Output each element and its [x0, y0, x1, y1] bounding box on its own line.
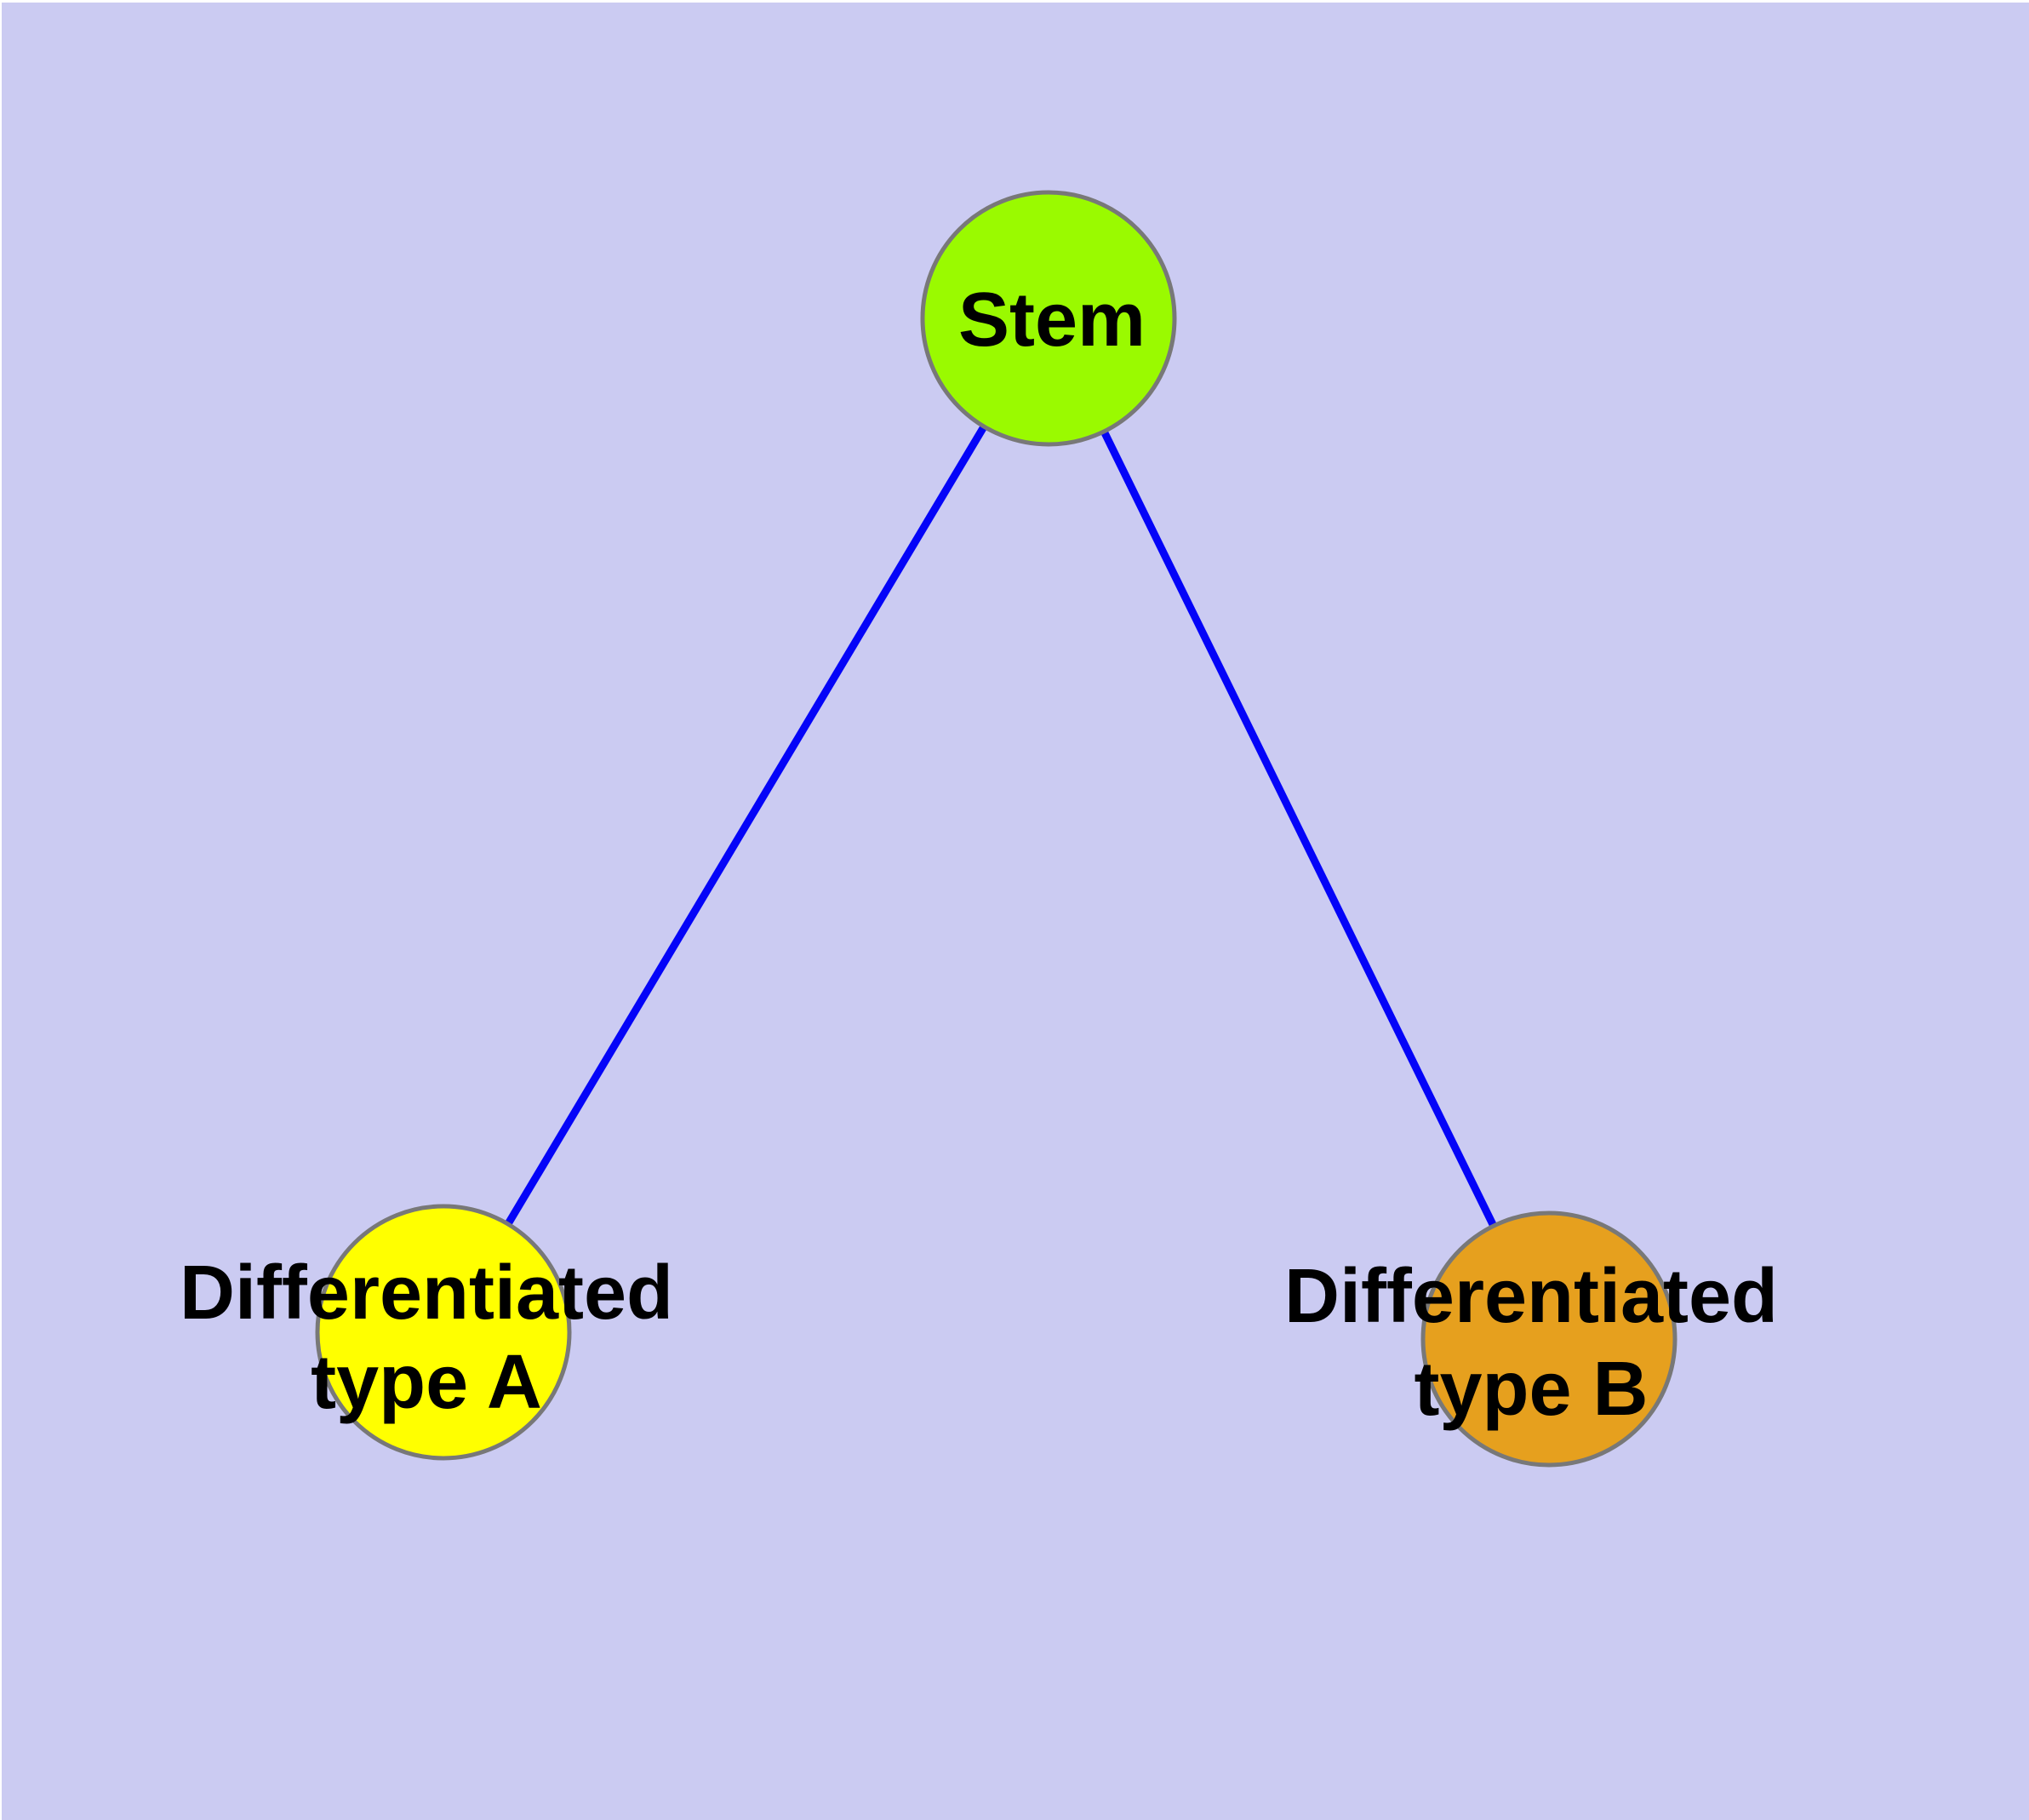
- stem-node-label-line-1: Stem: [958, 278, 1146, 363]
- differentiated-type-a-node: [315, 1204, 572, 1461]
- nodes-layer: [315, 190, 1677, 1468]
- stem-node: [920, 190, 1177, 447]
- differentiated-type-b-node-label-line-1: Differentiated: [1284, 1254, 1778, 1339]
- edge-stem-to-type-a: [440, 316, 1052, 1335]
- differentiated-type-a-node-label-line-1: Differentiated: [180, 1251, 673, 1336]
- edges-layer: [440, 316, 1553, 1341]
- edge-stem-to-type-b: [1044, 317, 1553, 1341]
- differentiated-type-b-node: [1420, 1210, 1677, 1468]
- differentiated-type-b-node-label-line-2: type B: [1414, 1347, 1648, 1432]
- differentiated-type-a-node-label-line-2: type A: [311, 1340, 542, 1425]
